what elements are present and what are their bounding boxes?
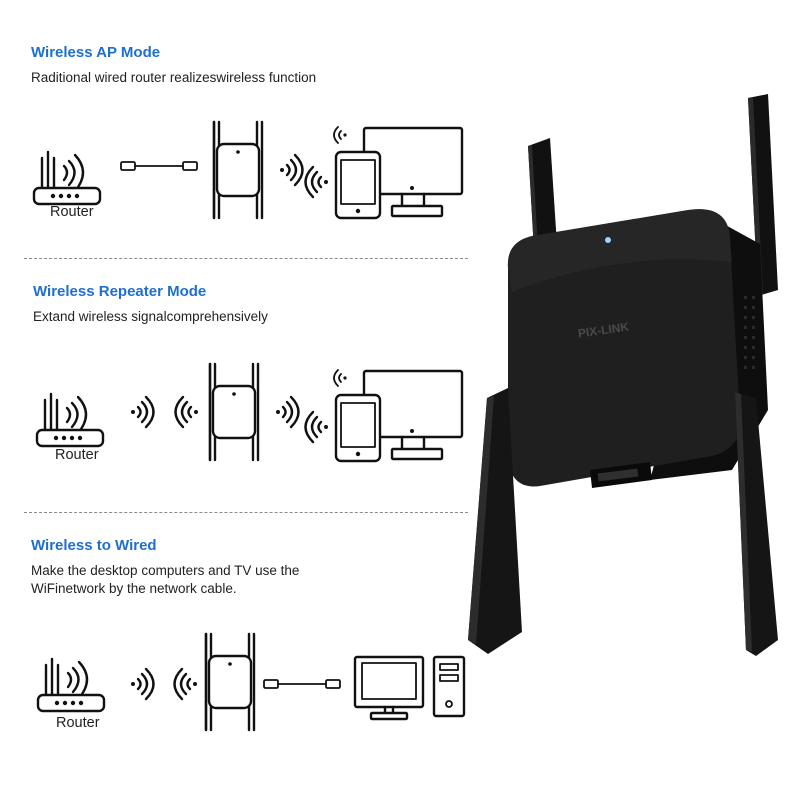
router-icon	[35, 392, 105, 448]
wifi-signal-icon	[304, 410, 330, 444]
wifi-signal-icon	[278, 153, 304, 187]
router-label: Router	[50, 204, 94, 220]
router-label: Router	[55, 447, 99, 463]
repeater-icon	[204, 632, 256, 732]
monitor-phone-icon	[334, 369, 464, 463]
wifi-signal-icon	[304, 165, 330, 199]
wifi-signal-icon	[129, 395, 155, 429]
router-icon	[32, 150, 102, 206]
repeater-icon	[212, 120, 264, 220]
router-icon	[36, 657, 106, 713]
section-desc-ap-mode: Raditional wired router realizeswireless…	[31, 70, 317, 85]
network-cable-icon	[120, 161, 198, 171]
wifi-signal-icon	[174, 395, 200, 429]
network-cable-icon	[263, 679, 341, 689]
section-desc-repeater-mode: Extand wireless signalcomprehensively	[33, 309, 268, 324]
section-title-ap-mode: Wireless AP Mode	[31, 44, 161, 61]
repeater-icon	[208, 362, 260, 462]
section-desc-wireless-to-wired-line1: Make the desktop computers and TV use th…	[31, 563, 300, 578]
section-title-repeater-mode: Wireless Repeater Mode	[33, 283, 207, 300]
wifi-signal-icon	[333, 369, 348, 387]
wifi-signal-icon	[173, 667, 199, 701]
wifi-signal-icon	[274, 395, 300, 429]
wifi-signal-icon	[333, 126, 348, 144]
monitor-phone-icon	[334, 126, 464, 220]
desktop-computer-icon	[353, 655, 466, 721]
wifi-extender-product-image: PIX-LINK	[468, 94, 778, 656]
section-divider	[24, 512, 468, 513]
router-label: Router	[56, 715, 100, 731]
section-title-wireless-to-wired: Wireless to Wired	[31, 537, 157, 554]
section-desc-wireless-to-wired-line2: WiFinetwork by the network cable.	[31, 581, 237, 596]
wifi-signal-icon	[129, 667, 155, 701]
section-divider	[24, 258, 468, 259]
